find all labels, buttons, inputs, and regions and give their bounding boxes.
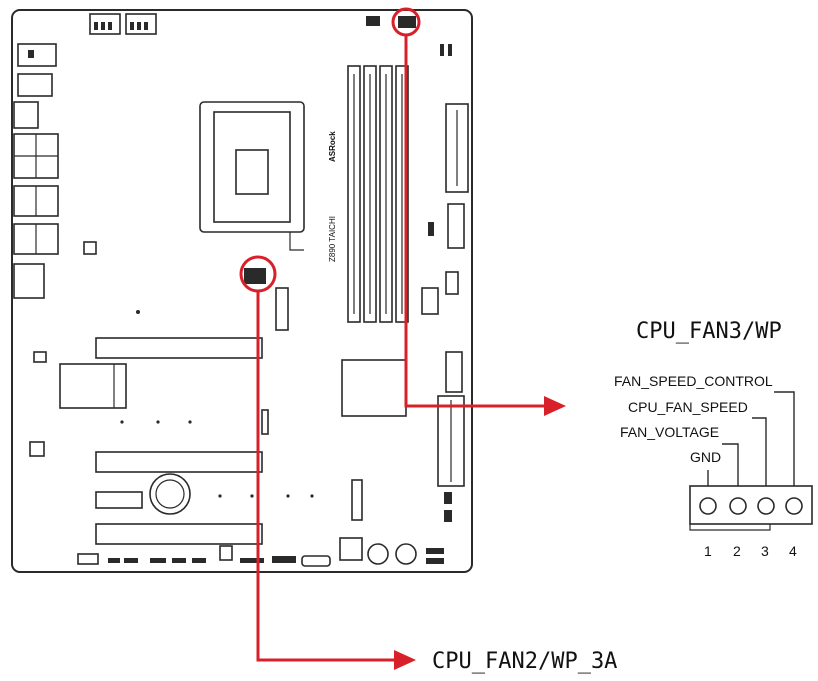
pin-label-cpu-fan-speed: CPU_FAN_SPEED: [628, 399, 748, 415]
pin-2: [729, 497, 747, 515]
right-edge-components: [341, 44, 469, 522]
fan-connector-diagram: [689, 485, 813, 531]
component: [83, 241, 97, 255]
cpu-fan3-leader-line: [404, 35, 544, 408]
pin-number-2: 2: [733, 543, 741, 559]
pin-number-1: 1: [704, 543, 712, 559]
rear-io-panel: [13, 43, 59, 299]
cpu-fan3-header: [398, 16, 416, 28]
pin-1: [699, 497, 717, 515]
pin-number-4: 4: [789, 543, 797, 559]
cpu-fan2-title: CPU_FAN2/WP_3A: [432, 649, 617, 674]
cpu-fan2-leader-line: [256, 291, 394, 662]
bottom-headers: [77, 537, 444, 567]
cpu-fan2-header: [244, 268, 266, 284]
pin-4: [785, 497, 803, 515]
fan-header: [366, 16, 380, 26]
board-brand-text: ASRock: [328, 131, 337, 162]
cpu-socket: [199, 101, 305, 251]
chipset-area: [29, 310, 314, 515]
board-model-text: Z890 TAICHI: [328, 216, 337, 262]
m2-slot: [275, 287, 289, 331]
pin-label-gnd: GND: [690, 449, 721, 465]
pin-label-fan-speed-control: FAN_SPEED_CONTROL: [614, 373, 773, 389]
callout-lines: [239, 7, 566, 670]
pin-number-3: 3: [761, 543, 769, 559]
cpu-power-connectors: [89, 13, 157, 35]
pin-label-fan-voltage: FAN_VOLTAGE: [620, 424, 719, 440]
cpu-fan2-arrow-icon: [394, 650, 416, 670]
pin-3: [757, 497, 775, 515]
cpu-fan3-title: CPU_FAN3/WP: [636, 319, 782, 344]
pcie-slots: [95, 337, 269, 545]
cpu-fan3-arrow-icon: [544, 396, 566, 416]
